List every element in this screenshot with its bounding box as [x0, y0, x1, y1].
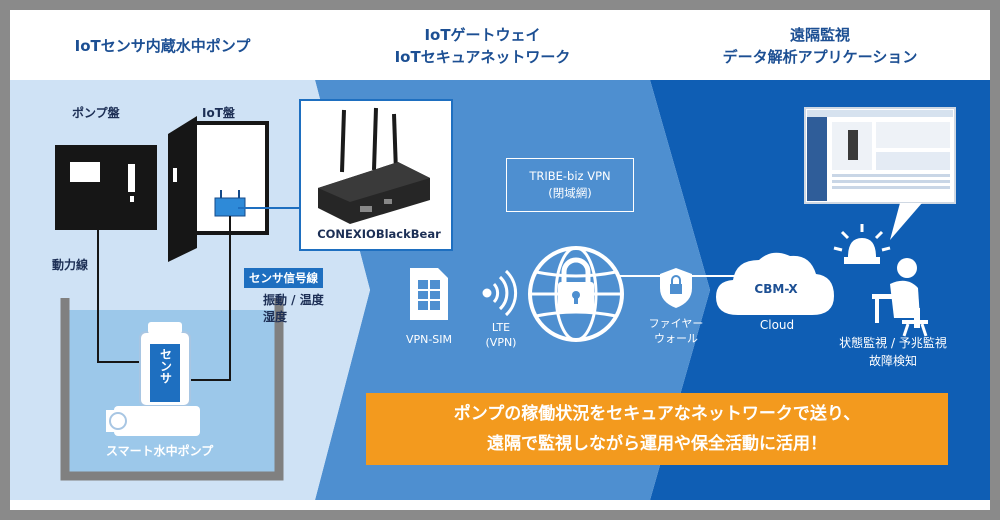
diagram-frame: IoTセンサ内蔵水中ポンプ IoTゲートウェイ IoTセキュアネットワーク 遠隔…	[10, 10, 990, 510]
vpn-box: TRIBE-biz VPN (閉域網)	[506, 158, 634, 212]
iot-panel-label: IoT盤	[202, 106, 235, 120]
pump-panel	[55, 145, 157, 230]
banner-line-1: ポンプの稼働状況をセキュアなネットワークで送り、	[453, 404, 861, 424]
firewall-shield-icon	[660, 268, 692, 308]
firewall-label-1: ファイヤー	[648, 317, 704, 330]
operator-icon	[872, 258, 928, 337]
cloud-name-label: CBM-X	[754, 282, 798, 296]
firewall-label: ファイヤー ウォール	[638, 316, 714, 346]
lte-label-2: (VPN)	[485, 336, 517, 349]
left-title: IoTセンサ内蔵水中ポンプ	[74, 37, 251, 55]
lte-wave-icon	[482, 269, 518, 317]
submersible-pump	[106, 322, 200, 436]
pump-panel-label: ポンプ盤	[72, 106, 120, 120]
iot-panel-door	[168, 116, 197, 262]
measures-label-2: 湿度	[263, 310, 288, 324]
signal-line	[188, 216, 231, 381]
firewall-label-2: ウォール	[654, 332, 698, 345]
secure-globe-icon	[528, 246, 624, 342]
banner-line-2: 遠隔で監視しながら運用や保全活動に活用！	[487, 434, 827, 454]
vpn-name: TRIBE-biz VPN	[529, 169, 611, 183]
right-title-1: 遠隔監視	[789, 26, 850, 44]
monitor-screen	[804, 107, 956, 204]
right-title-2: データ解析アプリケーション	[722, 48, 918, 66]
screen-tail	[890, 203, 922, 240]
tank-wall	[60, 298, 284, 481]
lte-label-1: LTE	[491, 321, 511, 334]
power-line	[97, 230, 142, 363]
section-title-sensor-pump: IoTセンサ内蔵水中ポンプ	[10, 10, 315, 82]
sensor-signal-line-label: センサ信号線	[244, 268, 323, 288]
sensor-label: センサ	[158, 348, 173, 384]
mid-title-2: IoTセキュアネットワーク	[394, 48, 571, 66]
monitoring-label-2: 故障検知	[868, 354, 917, 368]
monitoring-labels: 状態監視 / 予兆監視 故障検知	[818, 334, 968, 370]
sim-icon	[410, 268, 448, 320]
lte-label: LTE (VPN)	[476, 320, 526, 350]
vpn-sim-label: VPN-SIM	[405, 333, 453, 346]
measures-label-1: 振動 / 温度	[263, 293, 324, 307]
alarm-light-icon	[833, 224, 891, 264]
vpn-note: (閉域網)	[548, 186, 592, 200]
mid-title-1: IoTゲートウェイ	[424, 26, 541, 44]
gateway-name-label: CONEXIOBlackBear	[317, 227, 441, 241]
conexio-device	[318, 107, 430, 224]
summary-banner: ポンプの稼働状況をセキュアなネットワークで送り、 遠隔で監視しながら運用や保全活…	[366, 393, 948, 465]
cloud-icon	[716, 252, 834, 315]
power-line-label: 動力線	[52, 258, 89, 272]
smart-pump-label: スマート水中ポンプ	[106, 444, 214, 458]
section-title-gateway: IoTゲートウェイ IoTセキュアネットワーク	[315, 10, 650, 82]
cloud-sub-label: Cloud	[759, 318, 795, 332]
section-title-monitoring: 遠隔監視 データ解析アプリケーション	[650, 10, 990, 82]
monitoring-label-1: 状態監視 / 予兆監視	[839, 336, 947, 350]
